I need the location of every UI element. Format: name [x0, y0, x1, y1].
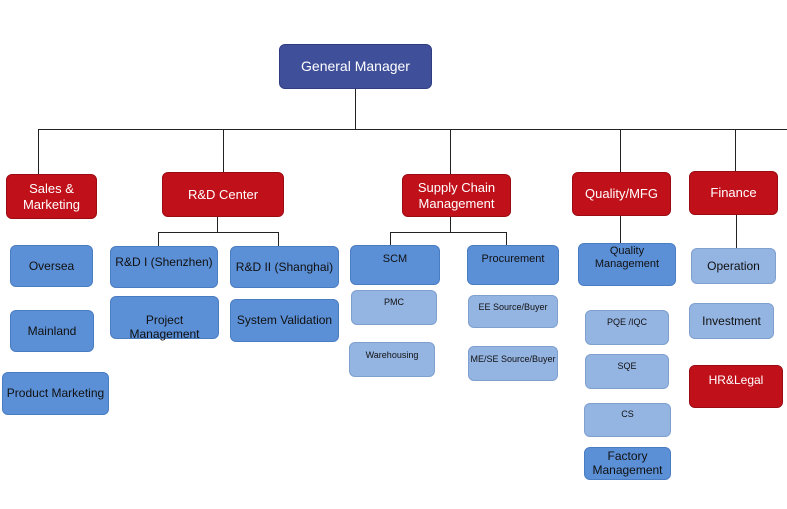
pmc-label: PMC: [384, 297, 404, 307]
sales-marketing-label: Sales & Marketing: [22, 180, 81, 212]
factory-management-box[interactable]: Factory Management: [584, 447, 671, 480]
quality-mfg-box[interactable]: Quality/MFG: [572, 172, 671, 216]
connector-scm-split: [390, 232, 506, 233]
connector-quality: [620, 129, 621, 173]
connector-rd-down: [217, 217, 218, 232]
hr-legal-box[interactable]: HR&Legal: [689, 365, 783, 408]
sqe-label: SQE: [617, 361, 637, 371]
procurement-box[interactable]: Procurement: [467, 245, 559, 285]
pmc-box[interactable]: PMC: [351, 290, 437, 325]
connector-rd: [223, 129, 224, 173]
ee-source-buyer-box[interactable]: EE Source/Buyer: [468, 295, 558, 328]
supply-chain-label: Supply Chain Management: [417, 179, 496, 211]
general-manager-box[interactable]: General Manager: [279, 44, 432, 89]
connector-finance-down: [736, 215, 737, 248]
quality-management-label: Quality Management: [594, 245, 660, 271]
connector-scm-right: [506, 232, 507, 246]
mainland-label: Mainland: [27, 323, 77, 338]
pqe-iqc-label: PQE /IQC: [606, 317, 647, 327]
sales-marketing-box[interactable]: Sales & Marketing: [6, 174, 97, 219]
pqe-iqc-box[interactable]: PQE /IQC: [585, 310, 669, 345]
rd-center-box[interactable]: R&D Center: [162, 172, 284, 217]
connector-main-horizontal: [38, 129, 787, 130]
warehousing-label: Warehousing: [365, 350, 419, 360]
ee-source-buyer-label: EE Source/Buyer: [478, 302, 548, 312]
scm-box[interactable]: SCM: [350, 245, 440, 285]
connector-sales: [38, 129, 39, 175]
oversea-box[interactable]: Oversea: [10, 245, 93, 287]
system-validation-label: System Validation: [236, 313, 333, 328]
procurement-label: Procurement: [481, 253, 545, 265]
supply-chain-box[interactable]: Supply Chain Management: [402, 174, 511, 217]
rd-shanghai-label: R&D II (Shanghai): [235, 259, 334, 274]
investment-label: Investment: [702, 313, 761, 328]
rd-shanghai-box[interactable]: R&D II (Shanghai): [230, 246, 339, 288]
quality-management-box[interactable]: Quality Management: [578, 243, 676, 286]
project-management-box[interactable]: Project Management: [110, 296, 219, 342]
project-management-label: Project Management: [129, 313, 200, 342]
connector-scm-left: [390, 232, 391, 246]
operation-box[interactable]: Operation: [691, 248, 776, 284]
connector-rd-left: [158, 232, 159, 246]
warehousing-box[interactable]: Warehousing: [349, 342, 435, 377]
connector-scm: [450, 129, 451, 175]
connector-rd-right: [278, 232, 279, 246]
factory-management-label: Factory Management: [592, 448, 663, 477]
product-marketing-label: Product Marketing: [6, 386, 105, 401]
product-marketing-box[interactable]: Product Marketing: [2, 372, 109, 415]
cs-label: CS: [621, 409, 634, 419]
oversea-label: Oversea: [28, 258, 75, 273]
sqe-box[interactable]: SQE: [585, 354, 669, 389]
system-validation-box[interactable]: System Validation: [230, 299, 339, 342]
rd-center-label: R&D Center: [187, 186, 259, 202]
rd-shenzhen-box[interactable]: R&D I (Shenzhen): [110, 246, 218, 288]
me-se-source-buyer-box[interactable]: ME/SE Source/Buyer: [468, 346, 558, 381]
connector-finance: [735, 129, 736, 172]
cs-box[interactable]: CS: [584, 403, 671, 437]
scm-label: SCM: [382, 253, 408, 265]
connector-scm-down: [450, 217, 451, 232]
mainland-box[interactable]: Mainland: [10, 310, 94, 352]
hr-legal-label: HR&Legal: [708, 373, 764, 387]
operation-label: Operation: [707, 258, 760, 273]
me-se-source-buyer-label: ME/SE Source/Buyer: [470, 354, 556, 364]
investment-box[interactable]: Investment: [689, 303, 774, 339]
general-manager-label: General Manager: [301, 58, 410, 75]
connector-gm-down: [355, 89, 356, 130]
finance-label: Finance: [710, 185, 757, 201]
rd-shenzhen-label: R&D I (Shenzhen): [115, 255, 213, 269]
finance-box[interactable]: Finance: [689, 171, 778, 215]
connector-rd-split: [158, 232, 279, 233]
connector-quality-down: [620, 216, 621, 244]
quality-mfg-label: Quality/MFG: [585, 186, 658, 202]
